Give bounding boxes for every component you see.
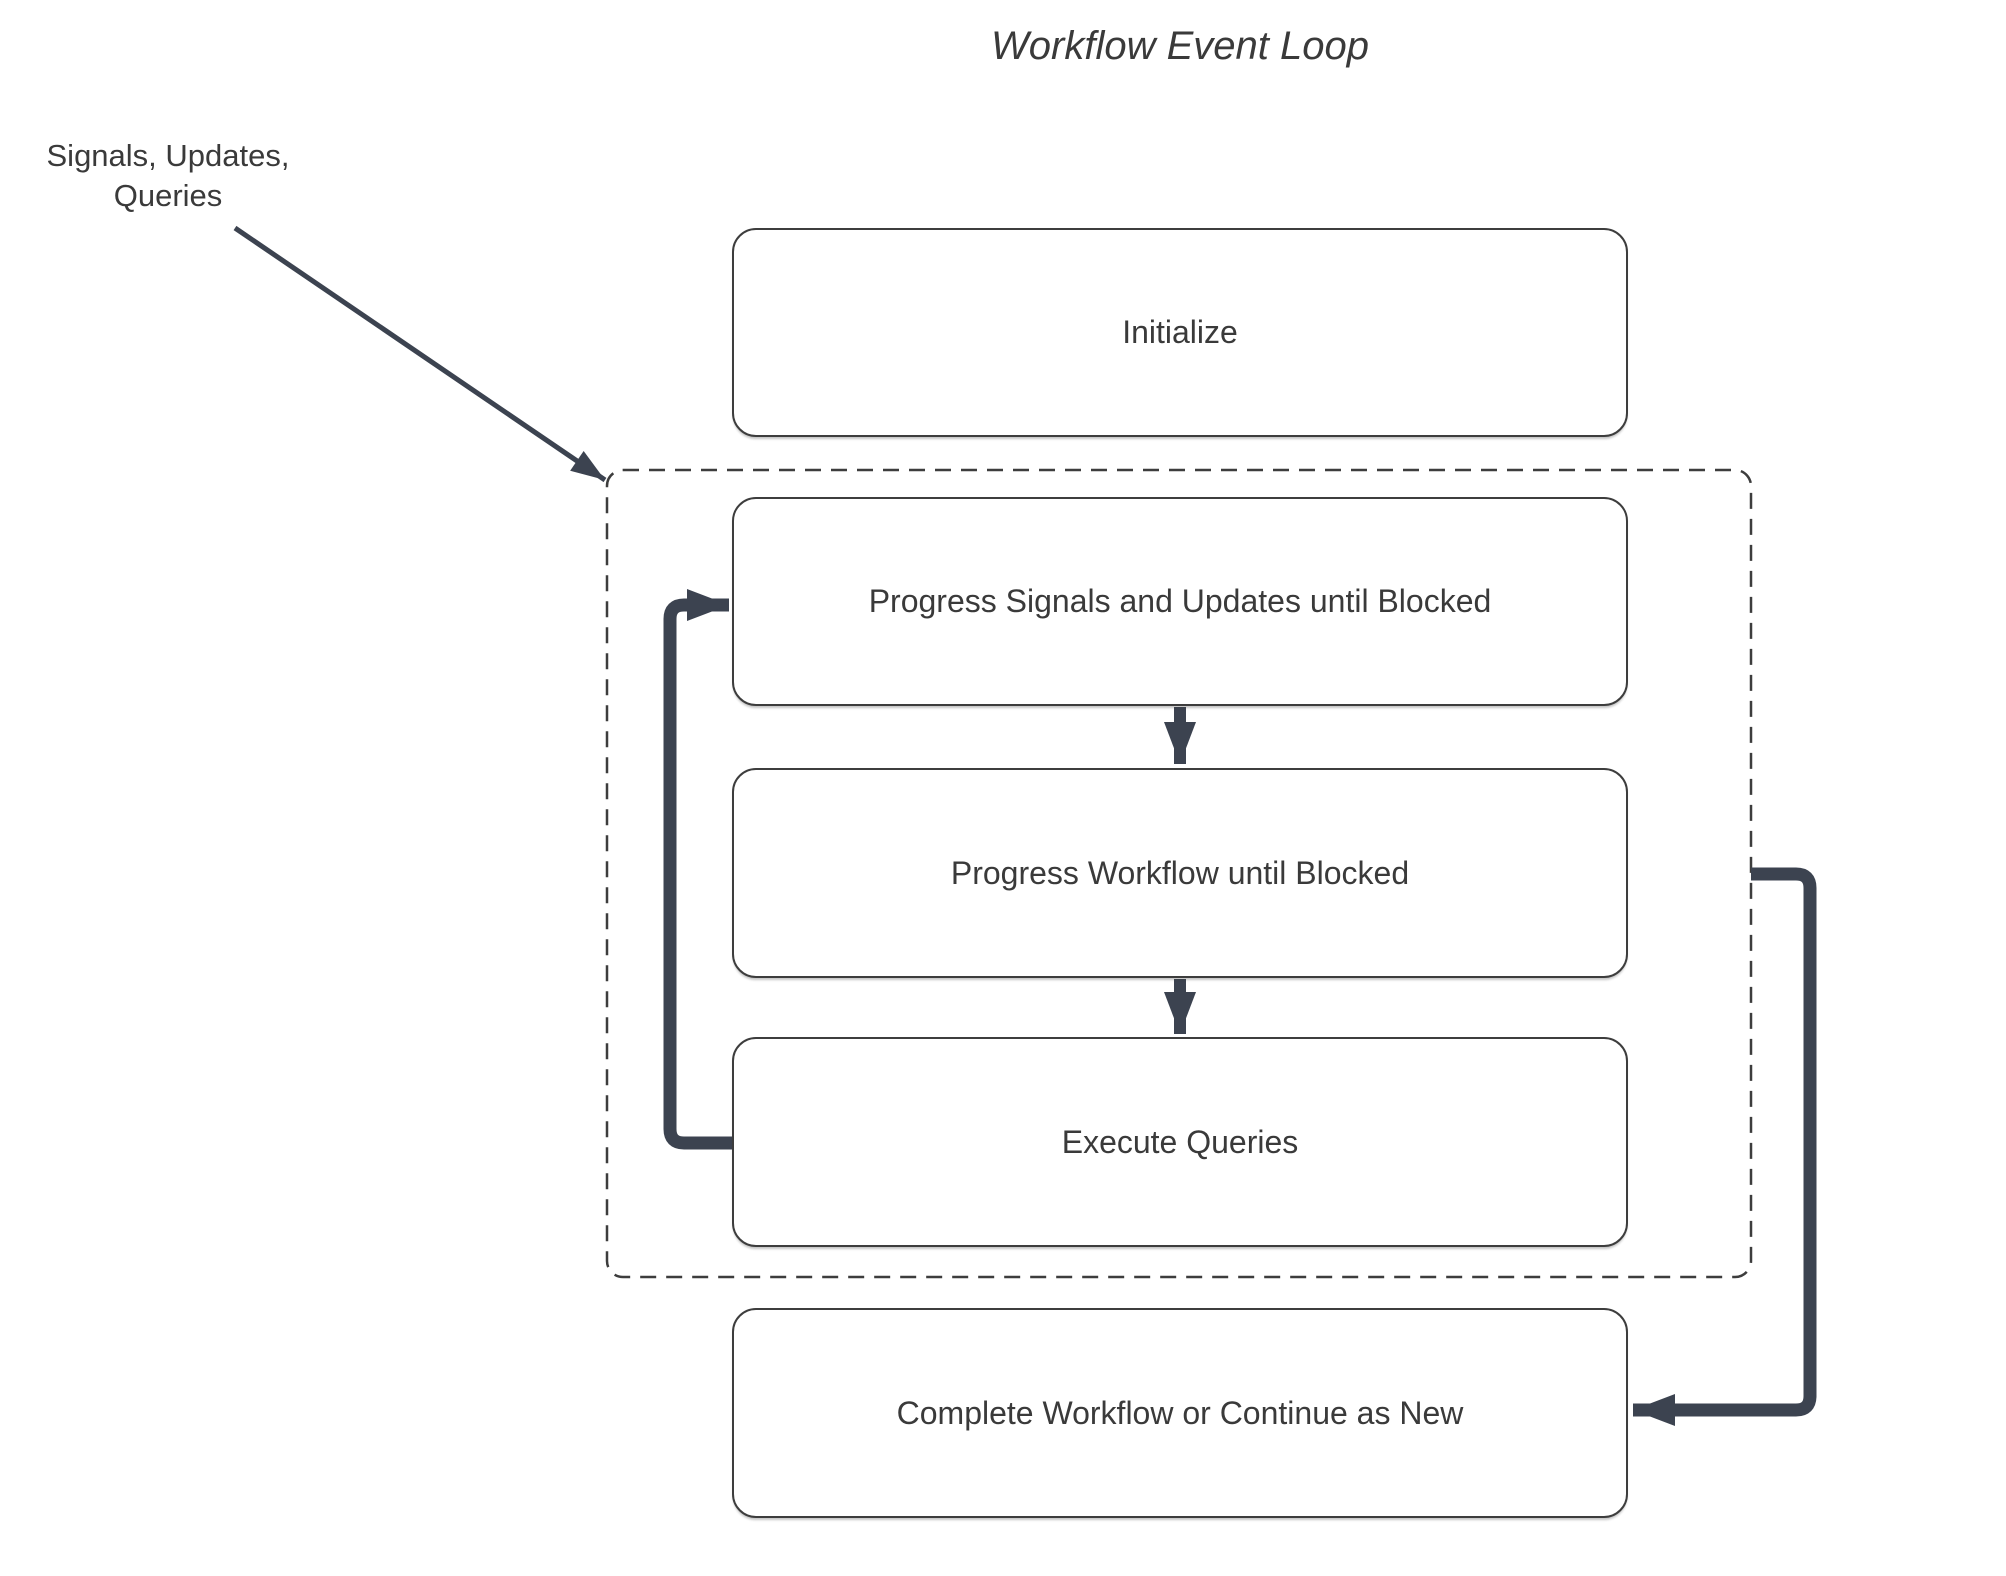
diagram-title: Workflow Event Loop: [991, 24, 1369, 68]
node-execute-queries: Execute Queries: [732, 1037, 1628, 1247]
node-initialize: Initialize: [732, 228, 1628, 437]
node-complete: Complete Workflow or Continue as New: [732, 1308, 1628, 1518]
exit-arrow: [1633, 867, 1817, 1426]
node-progress-workflow: Progress Workflow until Blocked: [732, 768, 1628, 978]
loop-arrow: [663, 589, 732, 1150]
node-progress-workflow-label: Progress Workflow until Blocked: [950, 854, 1410, 891]
node-progress-signals: Progress Signals and Updates until Block…: [732, 497, 1628, 706]
input-arrow: [233, 225, 607, 483]
node-initialize-label: Initialize: [1122, 314, 1238, 350]
node-progress-signals-label: Progress Signals and Updates until Block…: [868, 583, 1492, 619]
event-loop-group-border: [605, 468, 1753, 1279]
node-execute-queries-label: Execute Queries: [1061, 1123, 1299, 1160]
node-complete-label: Complete Workflow or Continue as New: [896, 1394, 1464, 1431]
signals-updates-queries-label: Signals, Updates, Queries: [46, 138, 290, 213]
